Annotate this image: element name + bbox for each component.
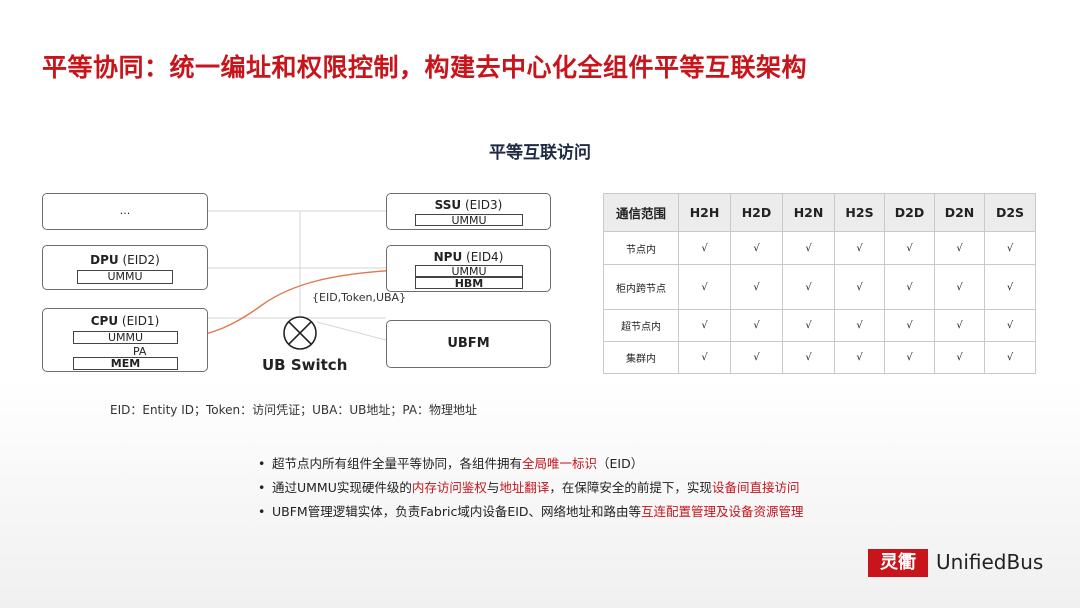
abbreviation-legend: EID：Entity ID；Token：访问凭证；UBA：UB地址；PA：物理地… — [110, 403, 478, 417]
ubfm-box: UBFM — [386, 320, 551, 368]
diagram-subtitle: 平等互联访问 — [489, 143, 591, 163]
placeholder-box: ... — [42, 193, 208, 230]
table-cell: 超节点内 — [603, 309, 679, 342]
pa-label: PA — [133, 345, 147, 358]
table-header: 通信范围 — [603, 193, 679, 232]
dpu-name: DPU — [90, 253, 119, 267]
npu-box: NPU (EID4) UMMU HBM — [386, 245, 551, 292]
table-header: H2H — [678, 193, 731, 232]
dpu-ummu: UMMU — [77, 270, 173, 284]
table-cell: √ — [984, 264, 1036, 310]
table-header-row: 通信范围 H2H H2D H2N H2S D2D D2N D2S — [603, 193, 1036, 232]
table-header: H2D — [730, 193, 783, 232]
ssu-ummu: UMMU — [415, 214, 523, 226]
table-header: H2N — [782, 193, 835, 232]
table-cell: √ — [834, 341, 885, 374]
table-cell: √ — [934, 264, 985, 310]
table-cell: √ — [984, 341, 1036, 374]
table-cell: √ — [884, 341, 935, 374]
brand-logo-mark: 灵衢 — [868, 549, 928, 577]
cpu-box: CPU (EID1) UMMU MEM — [42, 308, 208, 372]
table-cell: 柜内跨节点 — [603, 264, 679, 310]
table-cell: √ — [834, 231, 885, 265]
table-cell: √ — [884, 231, 935, 265]
table-header: D2D — [884, 193, 935, 232]
table-cell: √ — [984, 231, 1036, 265]
table-cell: √ — [730, 231, 783, 265]
npu-name: NPU — [433, 250, 463, 264]
list-item: •超节点内所有组件全量平等协同，各组件拥有全局唯一标识（EID） — [258, 456, 644, 471]
table-cell: 节点内 — [603, 231, 679, 265]
table-cell: √ — [984, 309, 1036, 342]
npu-ummu: UMMU — [415, 265, 523, 277]
table-cell: √ — [934, 309, 985, 342]
table-row: 节点内 √ √ √ √ √ √ √ — [603, 231, 1036, 265]
table-header: D2N — [934, 193, 985, 232]
cpu-ummu: UMMU — [73, 331, 178, 344]
table-cell: √ — [782, 341, 835, 374]
table-cell: √ — [934, 231, 985, 265]
table-header: D2S — [984, 193, 1036, 232]
access-label: {EID,Token,UBA} — [312, 291, 407, 304]
npu-hbm: HBM — [415, 277, 523, 289]
table-cell: √ — [782, 309, 835, 342]
table-cell: √ — [730, 264, 783, 310]
table-cell: √ — [678, 231, 731, 265]
table-row: 柜内跨节点 √ √ √ √ √ √ √ — [603, 264, 1036, 310]
table-cell: √ — [678, 341, 731, 374]
table-row: 超节点内 √ √ √ √ √ √ √ — [603, 309, 1036, 342]
npu-eid: (EID4) — [462, 250, 504, 264]
dpu-eid: (EID2) — [118, 253, 160, 267]
communication-scope-table: 通信范围 H2H H2D H2N H2S D2D D2N D2S 节点内 √ √… — [603, 193, 1036, 374]
page-title: 平等协同：统一编址和权限控制，构建去中心化全组件平等互联架构 — [42, 53, 808, 82]
cpu-name: CPU — [90, 314, 119, 328]
brand-logo-text: UnifiedBus — [936, 550, 1044, 574]
ssu-eid: (EID3) — [461, 198, 503, 212]
dpu-box: DPU (EID2) UMMU — [42, 245, 208, 290]
table-row: 集群内 √ √ √ √ √ √ √ — [603, 341, 1036, 374]
table-header: H2S — [834, 193, 885, 232]
table-cell: √ — [730, 309, 783, 342]
placeholder-dots: ... — [119, 204, 131, 217]
table-cell: √ — [884, 264, 935, 310]
key-points-list: •超节点内所有组件全量平等协同，各组件拥有全局唯一标识（EID） •通过UMMU… — [258, 452, 804, 524]
table-cell: √ — [934, 341, 985, 374]
access-path-arrow — [180, 268, 421, 343]
cpu-mem: MEM — [73, 357, 178, 370]
ub-switch-icon — [283, 316, 317, 350]
table-cell: 集群内 — [603, 341, 679, 374]
ssu-name: SSU — [434, 198, 462, 212]
table-cell: √ — [834, 264, 885, 310]
ubfm-label: UBFM — [447, 336, 490, 351]
ssu-box: SSU (EID3) UMMU — [386, 193, 551, 230]
table-cell: √ — [782, 231, 835, 265]
list-item: •UBFM管理逻辑实体，负责Fabric域内设备EID、网络地址和路由等互连配置… — [258, 504, 804, 519]
table-cell: √ — [884, 309, 935, 342]
table-cell: √ — [834, 309, 885, 342]
table-cell: √ — [678, 264, 731, 310]
table-cell: √ — [782, 264, 835, 310]
cpu-eid: (EID1) — [118, 314, 160, 328]
list-item: •通过UMMU实现硬件级的内存访问鉴权与地址翻译，在保障安全的前提下，实现设备间… — [258, 480, 800, 495]
table-cell: √ — [730, 341, 783, 374]
table-cell: √ — [678, 309, 731, 342]
ub-switch-label: UB Switch — [262, 356, 348, 374]
